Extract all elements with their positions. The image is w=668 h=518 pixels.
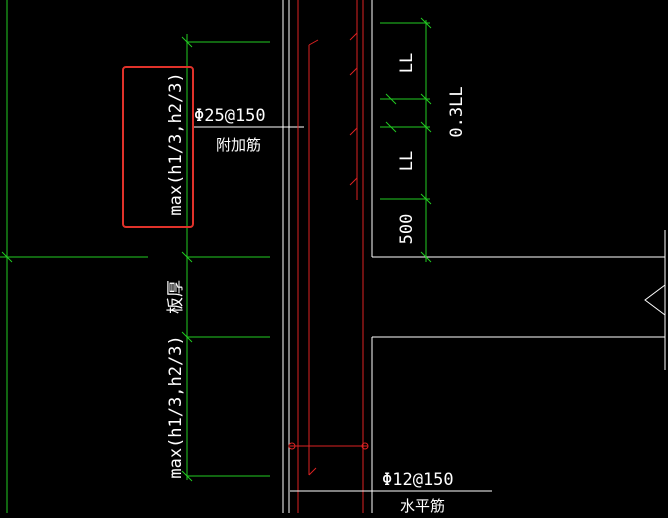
rebar-extra-spec: Φ25@150 <box>194 106 266 126</box>
dim-upper-text: max(h1/3,h2/3) <box>166 72 186 215</box>
dim-lower-text: max(h1/3,h2/3) <box>166 335 186 478</box>
dim-middle-text: 板厚 <box>166 280 186 314</box>
dim-ll-mid-text: LL <box>397 151 417 171</box>
wall-outline <box>282 0 666 513</box>
rebar-horizontal-name: 水平筋 <box>400 497 445 513</box>
left-tick <box>1 251 13 263</box>
left-dimension-chain <box>181 34 270 482</box>
right-dimension-chain <box>380 17 432 263</box>
highlight-box <box>122 66 194 228</box>
rebar-horizontal-spec: Φ12@150 <box>382 470 454 490</box>
rebar-extra-name: 附加筋 <box>216 136 261 154</box>
dim-ll-top-text: LL <box>397 53 417 73</box>
wall-rebars <box>288 0 369 513</box>
dim-03ll-text: 0.3LL <box>447 86 467 137</box>
dim-500-text: 500 <box>397 214 417 245</box>
